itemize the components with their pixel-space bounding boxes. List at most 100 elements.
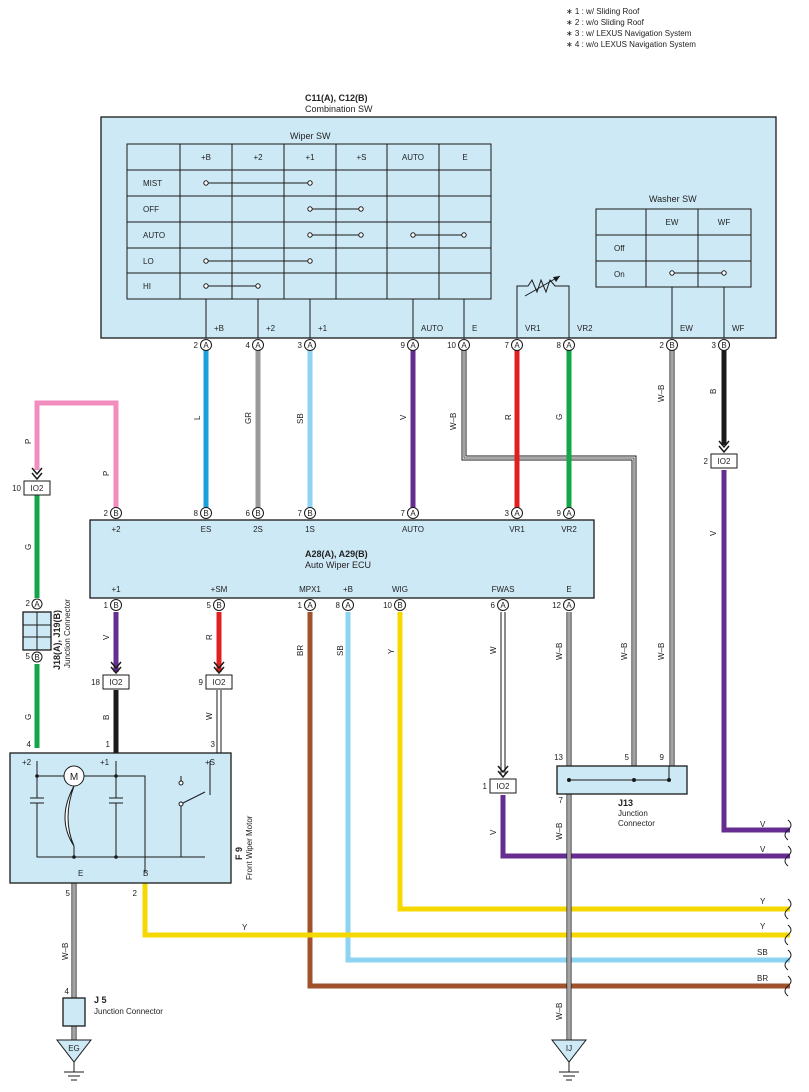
wire-label-wb-4: W–B [620, 643, 629, 660]
ecu-top-term-label: ES [201, 525, 212, 534]
ecu-top-term-conn-letter: B [113, 509, 118, 518]
io2-label: IO2 [497, 782, 510, 791]
cs-term-conn-icon [200, 339, 212, 351]
switch-contact [358, 206, 364, 212]
cs-term-conn-letter: B [721, 341, 726, 350]
cs-term-conn-letter: A [514, 341, 520, 350]
right-label-y-1: Y [760, 897, 766, 906]
ecu-top-term-conn-letter: A [566, 509, 572, 518]
ecu-top-term-conn-icon [511, 507, 523, 519]
ecu-top-term-label: +2 [111, 525, 121, 534]
io2-connector [102, 674, 130, 690]
wire-label-wb-7: W–B [61, 943, 70, 960]
cs-term-label: WF [732, 324, 745, 333]
wire-p [34, 400, 119, 514]
wire-break-icon [784, 845, 792, 867]
wiper-sw-title: Wiper SW [290, 131, 331, 141]
io2-connector [489, 778, 517, 794]
wire-break-marks [784, 819, 792, 997]
wire-wb-e [461, 348, 637, 780]
ecu-top-term-label: AUTO [402, 525, 424, 534]
io2-label: IO2 [110, 678, 123, 687]
ecu-top-term-conn-icon [563, 507, 575, 519]
cs-term-pin: 2 [660, 341, 665, 350]
right-label-v-1: V [760, 820, 766, 829]
motor-term-e: E [78, 869, 83, 878]
io2-connector [710, 453, 738, 469]
ecu-bot-label: FWAS [492, 585, 515, 594]
ecu-bot-label: WIG [392, 585, 408, 594]
switch-contact [669, 270, 675, 276]
cs-term-conn-letter: B [669, 341, 674, 350]
switch-contact [203, 180, 209, 186]
ecu-bot-term-conn-icon [497, 599, 509, 611]
j5-junction-connector: 4 J 5 Junction Connector [62, 987, 163, 1027]
motor-box [9, 752, 232, 884]
ecu-bot-term-pin: 5 [207, 601, 212, 610]
wire-br [307, 612, 790, 989]
j13-pin-7: 7 [559, 796, 564, 805]
wire-label-r-2: R [205, 634, 214, 640]
io2-pin: 2 [704, 457, 709, 466]
right-label-br: BR [757, 974, 768, 983]
washer-col-header: EW [666, 218, 679, 227]
io2-arrow-icon [497, 765, 509, 779]
cs-term-conn-icon [666, 339, 678, 351]
io2-arrow-icon [718, 440, 730, 454]
wire-layer [34, 348, 790, 1040]
cs-term-pin: 2 [194, 341, 199, 350]
auto-wiper-ecu: A28(A), A29(B) Auto Wiper ECU B2+2B8ESB6… [89, 507, 595, 611]
cs-term-label: +2 [266, 324, 276, 333]
cs-term-label: VR2 [577, 324, 593, 333]
ecu-top-term-conn-icon [110, 507, 122, 519]
notes: ∗ 1 : w/ Sliding Roof ∗ 2 : w/o Sliding … [566, 7, 696, 49]
wire-label-wb-1: W–B [449, 413, 458, 430]
wiper-row-header: HI [143, 282, 151, 291]
switch-contact [203, 258, 209, 264]
brush-icon [64, 785, 75, 847]
front-wiper-motor: +2 +1 +S E B 4 1 3 5 2 M F [9, 740, 254, 898]
ecu-bot-term-conn-letter: B [216, 601, 221, 610]
right-label-v-2: V [760, 845, 766, 854]
washer-row-header: Off [614, 244, 625, 253]
ecu-bot-label: +B [343, 585, 353, 594]
wiper-row-header: MIST [143, 179, 162, 188]
ecu-top-term-label: 1S [305, 525, 315, 534]
wire-label-v-3: V [102, 634, 111, 640]
ecu-top-term-label: VR2 [561, 525, 577, 534]
right-label-sb: SB [757, 948, 768, 957]
io2-connector [23, 480, 51, 496]
motor-m-label: M [70, 772, 78, 783]
cs-term-pin: 3 [712, 341, 717, 350]
cs-term-conn-icon [563, 339, 575, 351]
ecu-top-term-pin: 8 [194, 509, 199, 518]
wiper-col-header: AUTO [402, 153, 424, 162]
cs-term-pin: 9 [401, 341, 406, 350]
switch-contact [307, 180, 313, 186]
io2-connector [205, 674, 233, 690]
io2-label: IO2 [31, 484, 44, 493]
wire-label-v: V [399, 414, 408, 420]
right-label-y-2: Y [760, 922, 766, 931]
wire-label-w-2: W [489, 646, 498, 654]
wire-label-br: BR [296, 645, 305, 656]
wire-label-sb: SB [296, 413, 305, 424]
wire-label-wb-3: W–B [555, 643, 564, 660]
j18-conn-a-icon [31, 598, 43, 610]
switch-contact [721, 270, 727, 276]
ecu-top-term-conn-icon [304, 507, 316, 519]
wire-label-p-1: P [24, 439, 33, 444]
switch-contact [255, 283, 261, 289]
cs-term-pin: 4 [246, 341, 251, 350]
wire-label-wb-5: W–B [657, 643, 666, 660]
ecu-top-term-conn-letter: B [255, 509, 260, 518]
wire-label-g-2: G [24, 544, 33, 550]
io2-pin: 18 [91, 678, 100, 687]
ecu-top-term-pin: 7 [401, 509, 406, 518]
combination-switch: C11(A), C12(B) Combination SW Wiper SW +… [100, 93, 777, 351]
ecu-bot-term-pin: 8 [336, 601, 341, 610]
ecu-top-term-conn-icon [200, 507, 212, 519]
ecu-bot-label: E [566, 585, 571, 594]
